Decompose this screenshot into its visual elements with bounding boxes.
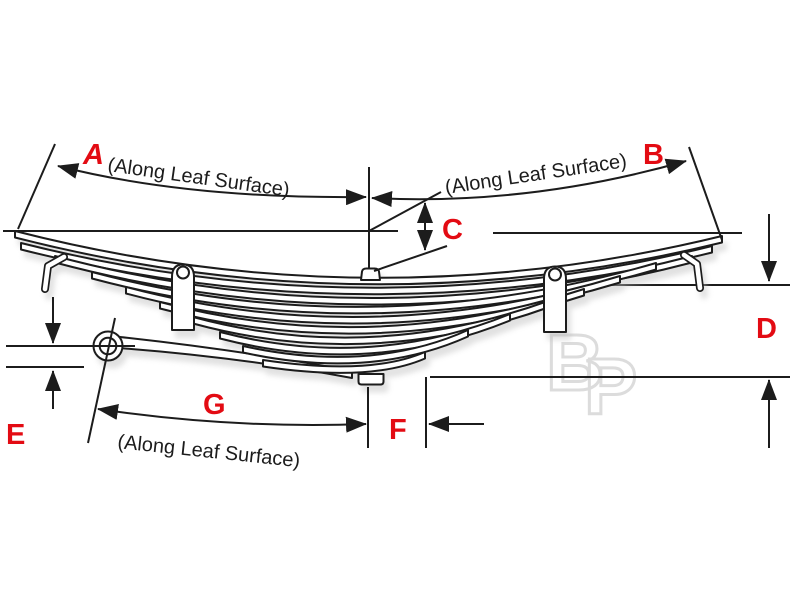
label-a: A (82, 139, 104, 171)
label-b: B (643, 139, 664, 171)
label-c: C (442, 214, 463, 246)
right-hook-core (681, 252, 703, 291)
watermark-letter-p: P (584, 342, 637, 431)
label-d: D (756, 313, 777, 345)
watermark: B P (545, 317, 639, 433)
label-g: G (203, 389, 226, 421)
left-tip-extension-line (17, 143, 56, 230)
label-e: E (6, 419, 25, 451)
dimension-arrows (45, 158, 777, 448)
b-dimension-arc (371, 158, 687, 208)
c-lower-leader-line (373, 245, 448, 272)
label-f: F (389, 414, 407, 446)
dimension-lines (3, 143, 742, 448)
right-tip-extension-line (688, 146, 723, 241)
g-extension-line (87, 317, 116, 444)
left-hook-core (42, 254, 67, 292)
along-leaf-surface-bottom: (Along Leaf Surface) (116, 431, 301, 472)
g-dimension-arc (97, 404, 367, 433)
along-leaf-surface-top-left: (Along Leaf Surface) (106, 154, 291, 201)
a-dimension-arc (57, 163, 367, 206)
